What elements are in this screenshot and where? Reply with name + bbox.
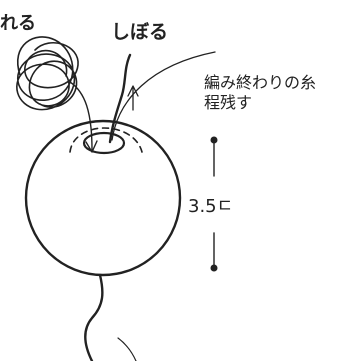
ball-opening (82, 131, 126, 155)
arrow-into-ball (69, 81, 93, 151)
bottom-thin-curve (117, 337, 137, 361)
leader-line-to-note (111, 51, 216, 141)
label-top-middle: しぼる (111, 21, 168, 43)
yarn-ball-circle (24, 119, 182, 277)
dimension-marker (210, 136, 218, 272)
label-right-note-line1: 編み終わりの糸 (204, 73, 316, 92)
label-dimension: 3.5ㄷ (188, 196, 233, 217)
up-arrow-head (127, 85, 139, 97)
label-top-left: れる (0, 13, 36, 34)
top-yarn-strand (108, 53, 132, 144)
bottom-yarn-strand (84, 273, 104, 361)
label-right-note-line2: 程残す (204, 93, 252, 112)
tangled-yarn-icon (16, 36, 79, 111)
opening-rim-dashed (69, 127, 143, 153)
dimension-bottom-dot (210, 264, 218, 272)
